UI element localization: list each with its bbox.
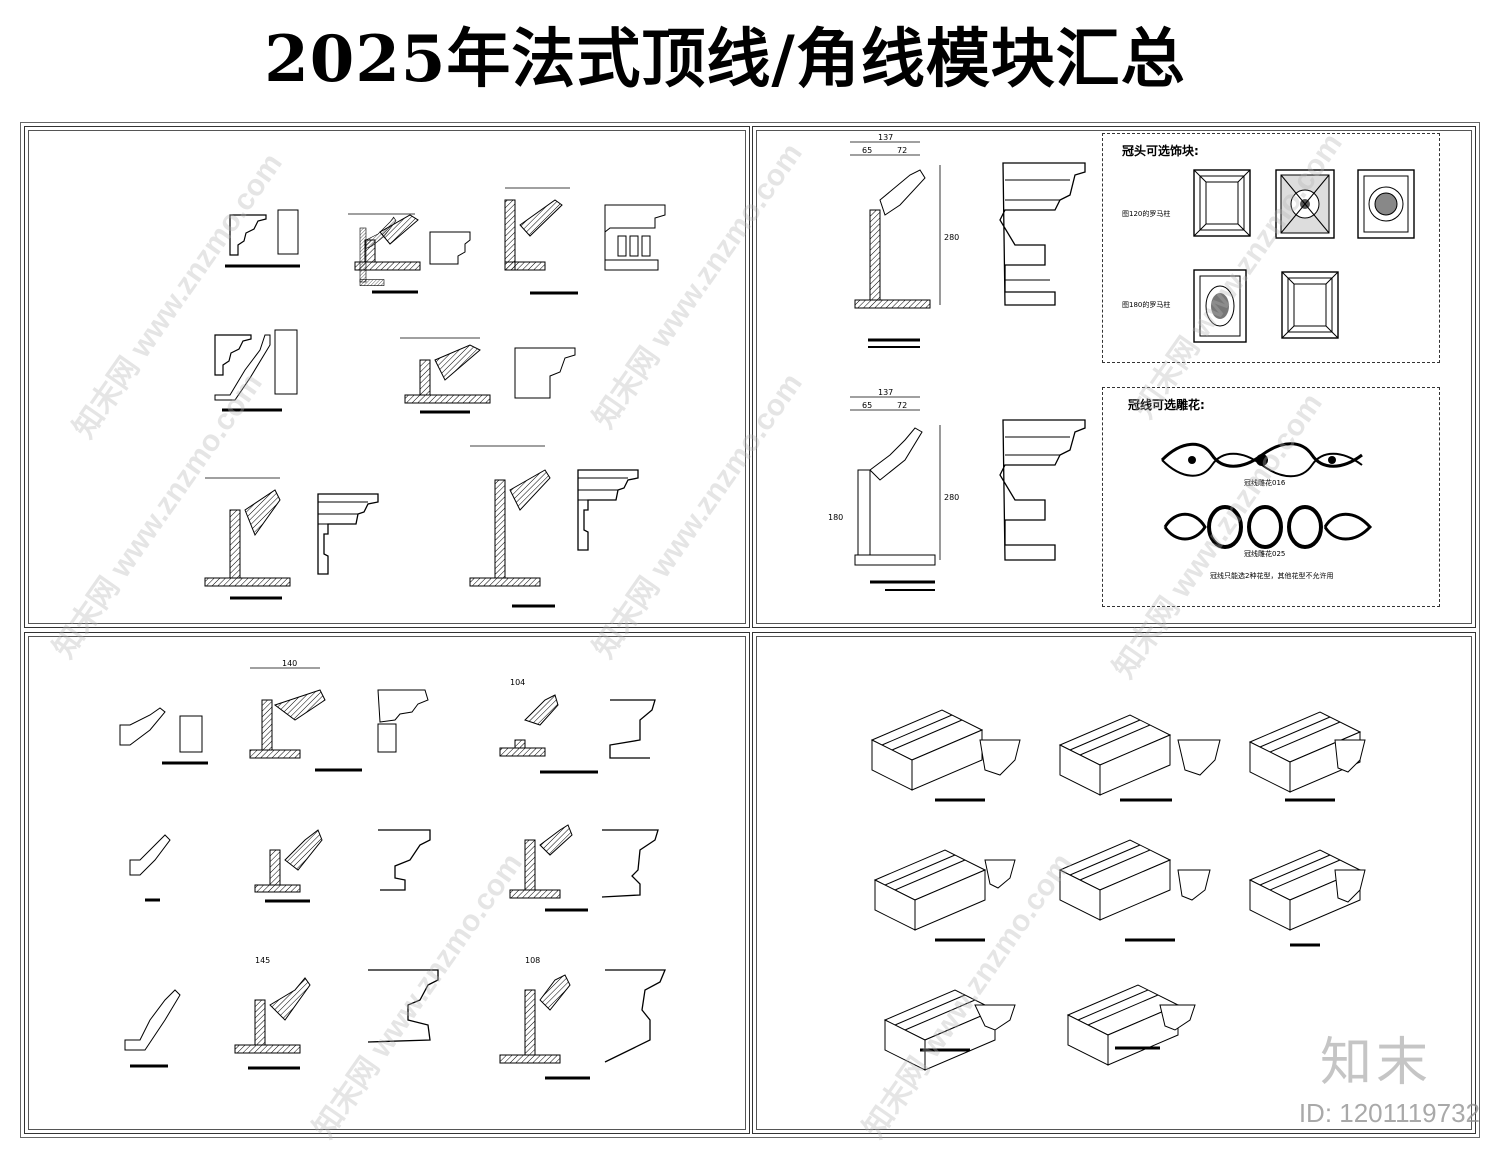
dim-145: 145 (255, 956, 270, 965)
sheet-bottom-left (24, 632, 750, 1134)
dim-180-b: 180 (828, 513, 843, 522)
dim-65-b: 65 (862, 401, 872, 410)
carving-box-title: 冠线可选雕花: (1128, 398, 1205, 412)
dim-137-b: 137 (878, 388, 893, 397)
carving-pattern-1 (1160, 442, 1363, 478)
dim-137-top: 137 (878, 133, 893, 142)
carving-options-box (1102, 387, 1440, 607)
accessory-label-1: 图120的罗马柱 (1122, 210, 1171, 218)
drawing-frame (20, 122, 1480, 1138)
dim-280-a: 280 (944, 233, 959, 242)
dim-104: 104 (510, 678, 525, 687)
accessory-label-2: 图180的罗马柱 (1122, 301, 1171, 309)
panel4-drawings (871, 709, 1366, 1071)
carving-label-1: 冠线雕花016 (1244, 479, 1286, 487)
dim-72-top: 72 (897, 146, 907, 155)
dim-108: 108 (525, 956, 540, 965)
sheet-bottom-right (752, 632, 1476, 1134)
panel2-drawings: 137 65 72 280 137 65 72 280 180 (828, 133, 1415, 591)
image-id: ID: 1201119732 (1298, 1098, 1480, 1128)
dim-140: 140 (282, 659, 297, 668)
dim-65-top: 65 (862, 146, 872, 155)
sheet-top-right (752, 126, 1476, 628)
dim-72-b: 72 (897, 401, 907, 410)
carving-note: 冠线只能选2种花型，其他花型不允许用 (1210, 572, 1334, 580)
accessory-box-title: 冠头可选饰块: (1122, 144, 1199, 158)
dim-280-b: 280 (944, 493, 959, 502)
panel1-drawings (204, 187, 666, 608)
carving-pattern-2 (1163, 505, 1373, 549)
brand-mark: 知末 (1319, 1033, 1432, 1093)
accessory-options-box (1102, 133, 1440, 363)
panel3-drawings: 140 104 145 108 (119, 659, 666, 1080)
sheet-top-left (24, 126, 750, 628)
page-title: 2025年法式顶线/角线模块汇总 (264, 22, 1186, 97)
carving-label-2: 冠线雕花025 (1244, 550, 1286, 558)
